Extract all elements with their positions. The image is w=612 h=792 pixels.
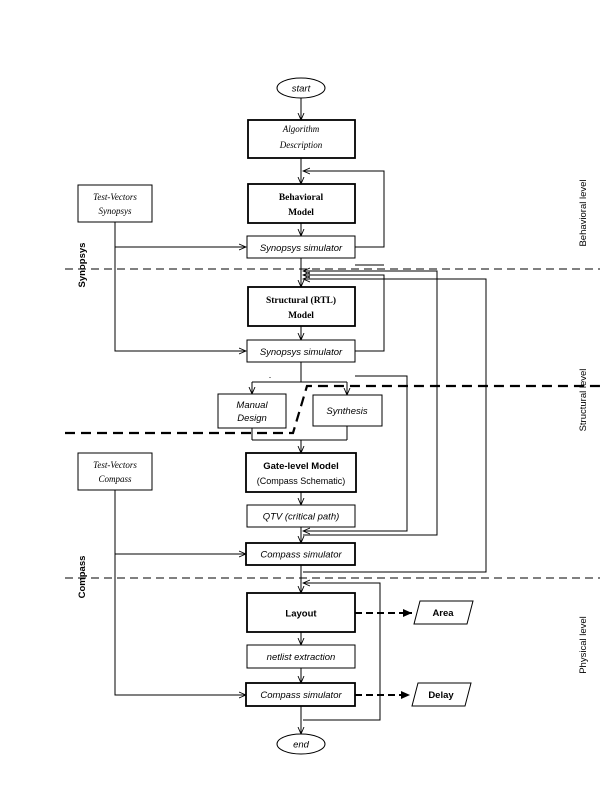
netlist-extraction-box: netlist extraction bbox=[246, 644, 356, 669]
test-vectors-compass-box: Test-Vectors Compass bbox=[77, 452, 153, 491]
tv-synopsys-to-sim2 bbox=[114, 247, 246, 351]
behavioral-model-box: Behavioral Model bbox=[247, 183, 356, 224]
svg-text:Layout: Layout bbox=[285, 609, 317, 620]
synthesis-box: Synthesis bbox=[312, 394, 383, 427]
svg-text:Manual: Manual bbox=[236, 400, 268, 411]
svg-text:Test-Vectors: Test-Vectors bbox=[93, 460, 137, 470]
svg-text:Area: Area bbox=[432, 608, 454, 619]
svg-text:Compass simulator: Compass simulator bbox=[260, 690, 342, 701]
tv-compass-to-sim4 bbox=[114, 554, 246, 695]
loop-sim3-structural bbox=[303, 279, 487, 573]
svg-text:Behavioral: Behavioral bbox=[279, 193, 324, 203]
svg-text:Synthesis: Synthesis bbox=[326, 406, 367, 417]
level-label-structural: Structural level bbox=[578, 369, 589, 432]
synopsys-simulator-2-box: Synopsys simulator bbox=[246, 339, 356, 363]
svg-text:Model: Model bbox=[288, 208, 314, 218]
gate-level-model-box: Gate-level Model (Compass Schematic) bbox=[245, 452, 357, 493]
svg-text:netlist extraction: netlist extraction bbox=[267, 652, 336, 663]
loop-qtv-structural bbox=[303, 271, 438, 536]
structural-rtl-model-box: Structural (RTL) Model bbox=[247, 286, 356, 327]
loop-synthesis-structural bbox=[303, 375, 408, 531]
synopsys-simulator-1-box: Synopsys simulator bbox=[246, 235, 356, 259]
svg-text:Compass simulator: Compass simulator bbox=[260, 550, 342, 561]
svg-text:start: start bbox=[292, 84, 311, 95]
svg-text:(Compass Schematic): (Compass Schematic) bbox=[257, 476, 346, 486]
loop-sim2-structural bbox=[303, 275, 385, 352]
tool-label-synopsys: Synopsys bbox=[77, 243, 88, 288]
tv-compass-to-sim3 bbox=[114, 490, 246, 554]
delay-output: Delay bbox=[411, 682, 472, 707]
qtv-critical-path-box: QTV (critical path) bbox=[246, 504, 356, 528]
compass-simulator-2-box: Compass simulator bbox=[245, 682, 356, 707]
start-node: start bbox=[276, 77, 326, 99]
svg-text:Description: Description bbox=[279, 140, 323, 150]
layout-box: Layout bbox=[246, 592, 356, 633]
svg-text:end: end bbox=[293, 740, 310, 751]
svg-text:Structural (RTL): Structural (RTL) bbox=[266, 295, 336, 306]
svg-text:Test-Vectors: Test-Vectors bbox=[93, 192, 137, 202]
svg-text:Gate-level Model: Gate-level Model bbox=[263, 461, 339, 472]
svg-text:Model: Model bbox=[288, 311, 314, 321]
end-node: end bbox=[276, 733, 326, 755]
svg-text:Algorithm: Algorithm bbox=[282, 124, 320, 134]
svg-text:Design: Design bbox=[237, 413, 267, 424]
area-output: Area bbox=[413, 600, 474, 625]
algorithm-description-box: Algorithm Description bbox=[247, 119, 356, 159]
test-vectors-synopsys-box: Test-Vectors Synopsys bbox=[77, 184, 153, 223]
tool-label-compass: Compass bbox=[77, 556, 88, 599]
compass-simulator-1-box: Compass simulator bbox=[245, 542, 356, 566]
level-label-physical: Physical level bbox=[578, 616, 589, 674]
loop-sim4-layout bbox=[303, 583, 381, 721]
manual-synthesis-boundary bbox=[65, 384, 600, 435]
svg-text:Synopsys simulator: Synopsys simulator bbox=[260, 347, 343, 358]
manual-design-box: Manual Design bbox=[217, 393, 287, 429]
level-label-behavioral: Behavioral level bbox=[578, 179, 589, 246]
svg-text:Synopsys: Synopsys bbox=[99, 206, 132, 216]
stray-mark: . bbox=[269, 370, 272, 380]
svg-text:Compass: Compass bbox=[98, 474, 132, 484]
svg-text:QTV (critical path): QTV (critical path) bbox=[263, 512, 340, 523]
svg-text:Synopsys simulator: Synopsys simulator bbox=[260, 243, 343, 254]
loop-sim1-behavioral bbox=[303, 171, 385, 248]
tv-synopsys-to-sim1 bbox=[114, 222, 246, 247]
svg-text:Delay: Delay bbox=[428, 690, 454, 701]
